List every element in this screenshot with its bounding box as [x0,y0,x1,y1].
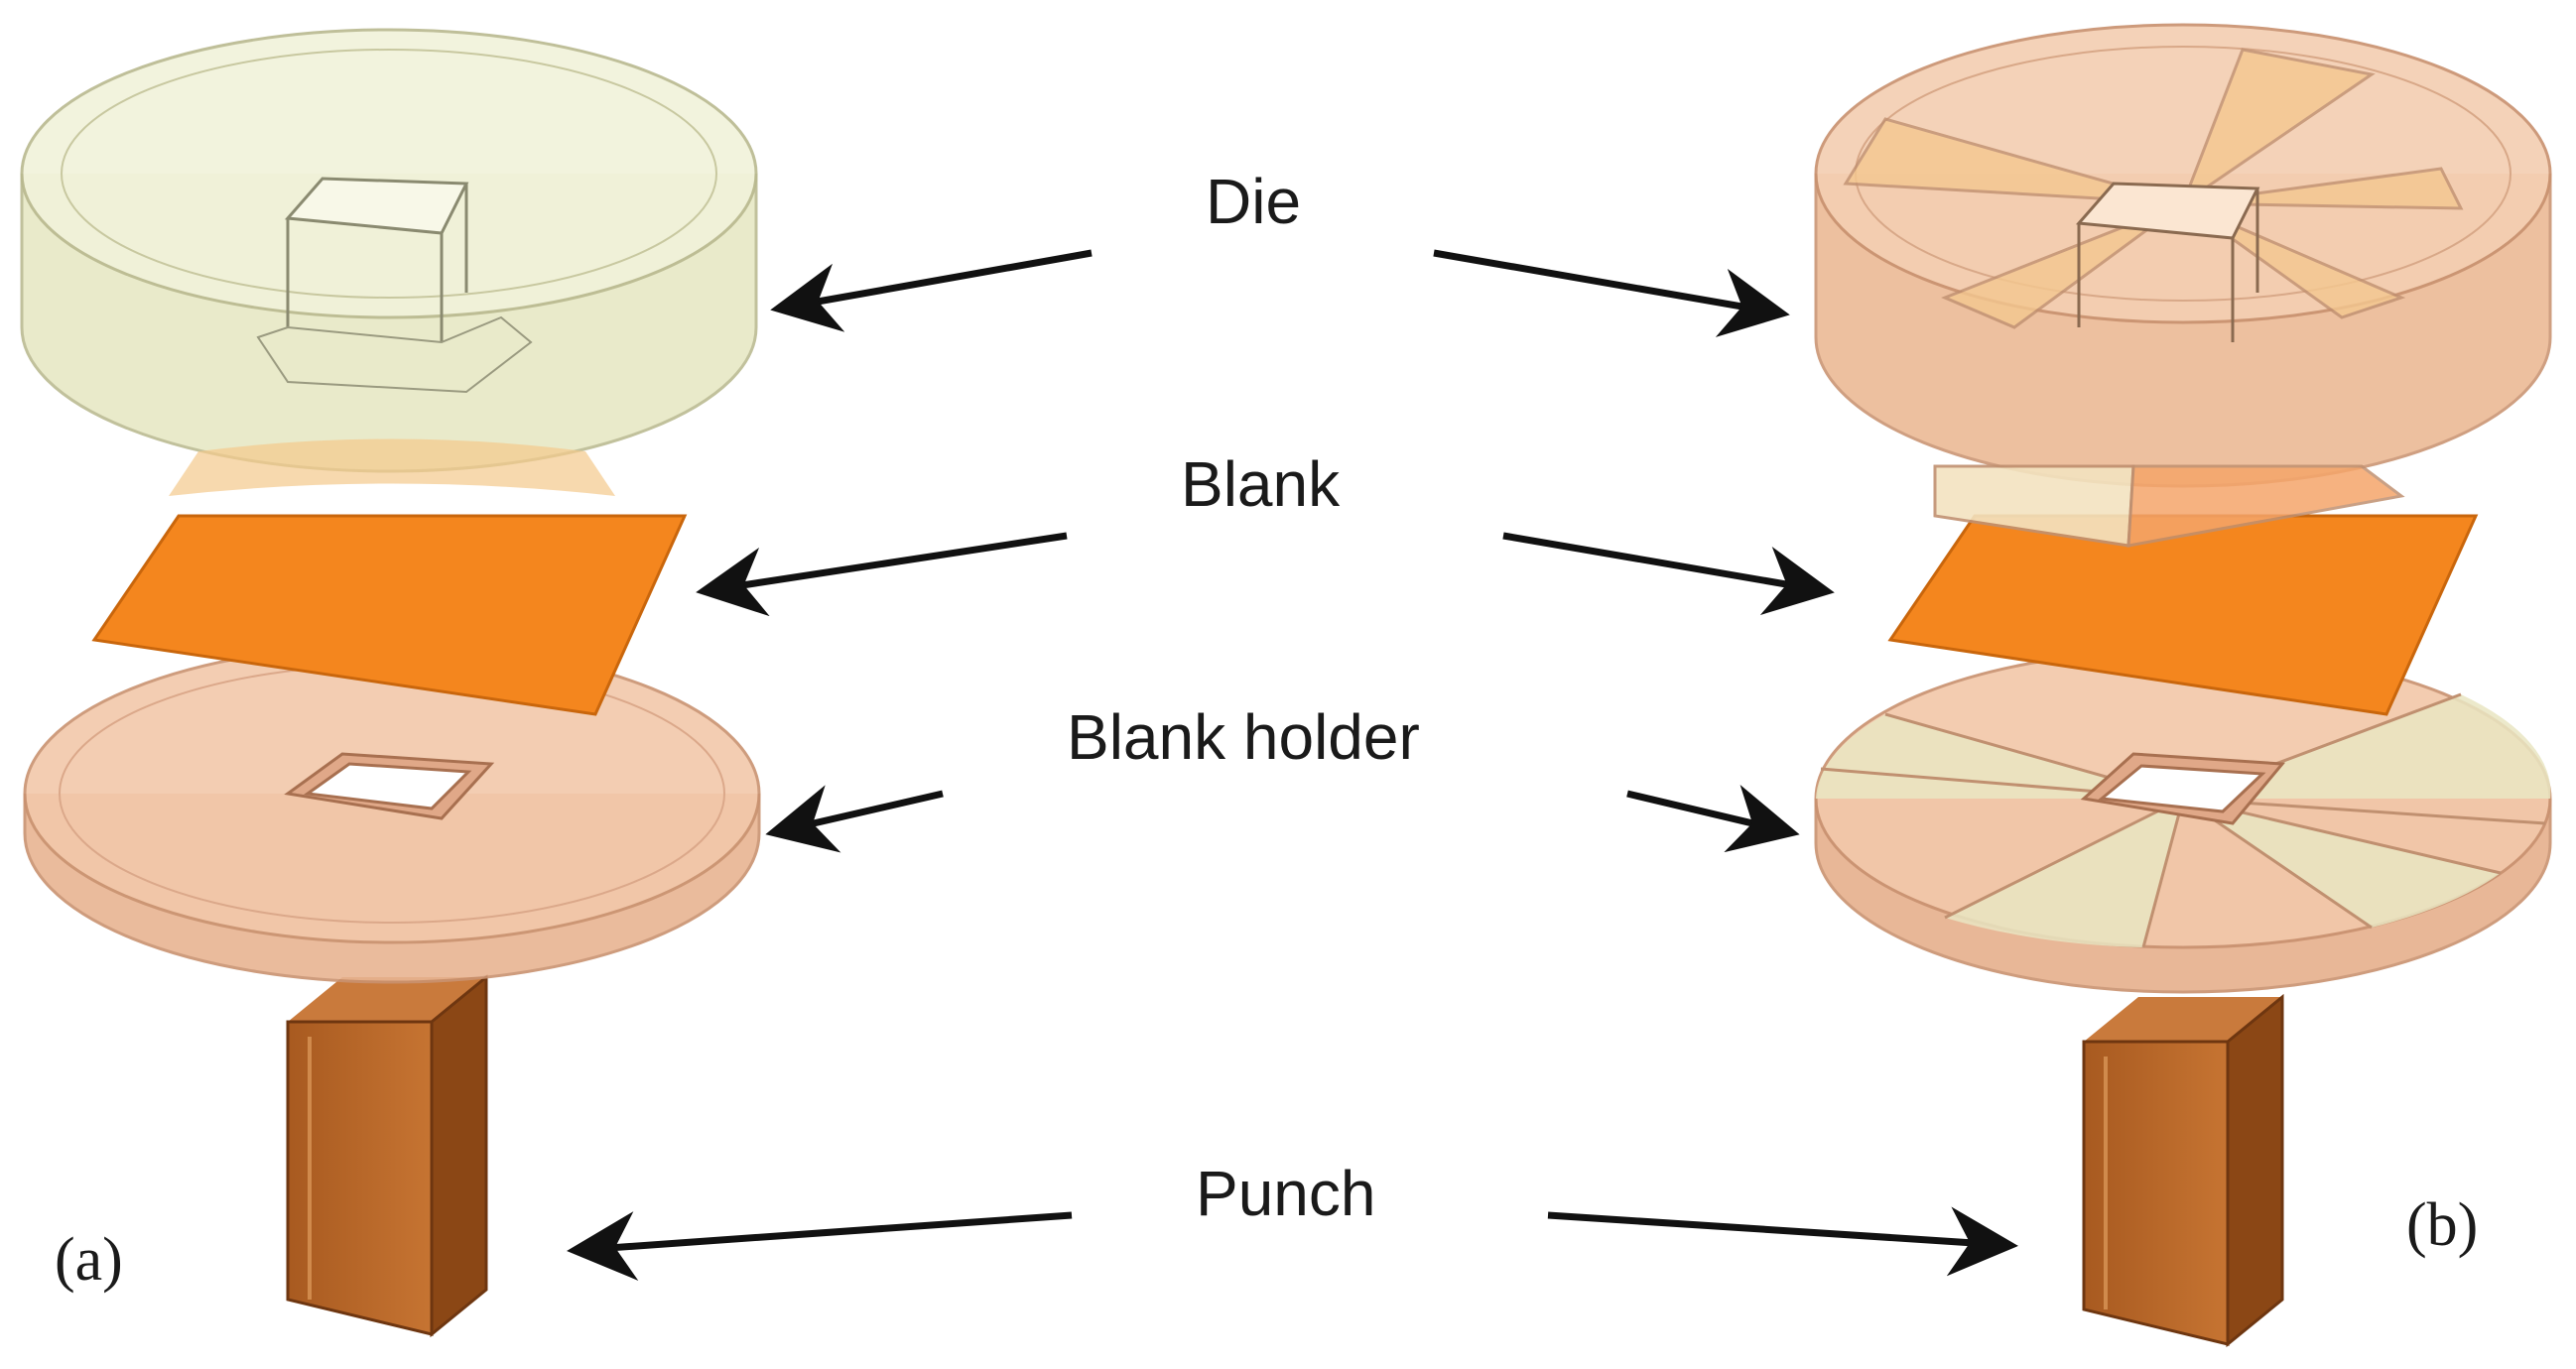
blank-holder-a [23,643,761,984]
punch-b [2082,993,2284,1348]
arrow-punch-left [567,1211,1073,1281]
panel-label-a: (a) [55,1226,123,1294]
assembly-a: (a) [20,28,761,1338]
arrow-holder-right [1626,785,1800,853]
panel-label-b: (b) [2406,1191,2478,1259]
arrow-die-right [1433,249,1790,337]
die-b [1814,23,2552,548]
blank-b [1887,514,2479,716]
callouts: Die Blank Blank holder Punch [567,166,2018,1281]
punch-a [286,973,488,1338]
blank-a [91,514,688,716]
label-die: Die [1206,166,1301,237]
arrow-holder-left [765,785,944,853]
arrow-blank-right [1502,532,1835,616]
label-blank: Blank [1181,448,1341,520]
label-punch: Punch [1196,1158,1375,1229]
label-blank-holder: Blank holder [1067,701,1420,773]
arrow-blank-left [696,532,1068,617]
assembly-b: (b) [1814,23,2552,1348]
arrow-die-left [770,249,1093,332]
blank-holder-b [1814,648,2552,994]
arrow-punch-right [1547,1206,2018,1277]
die-a [20,28,758,496]
